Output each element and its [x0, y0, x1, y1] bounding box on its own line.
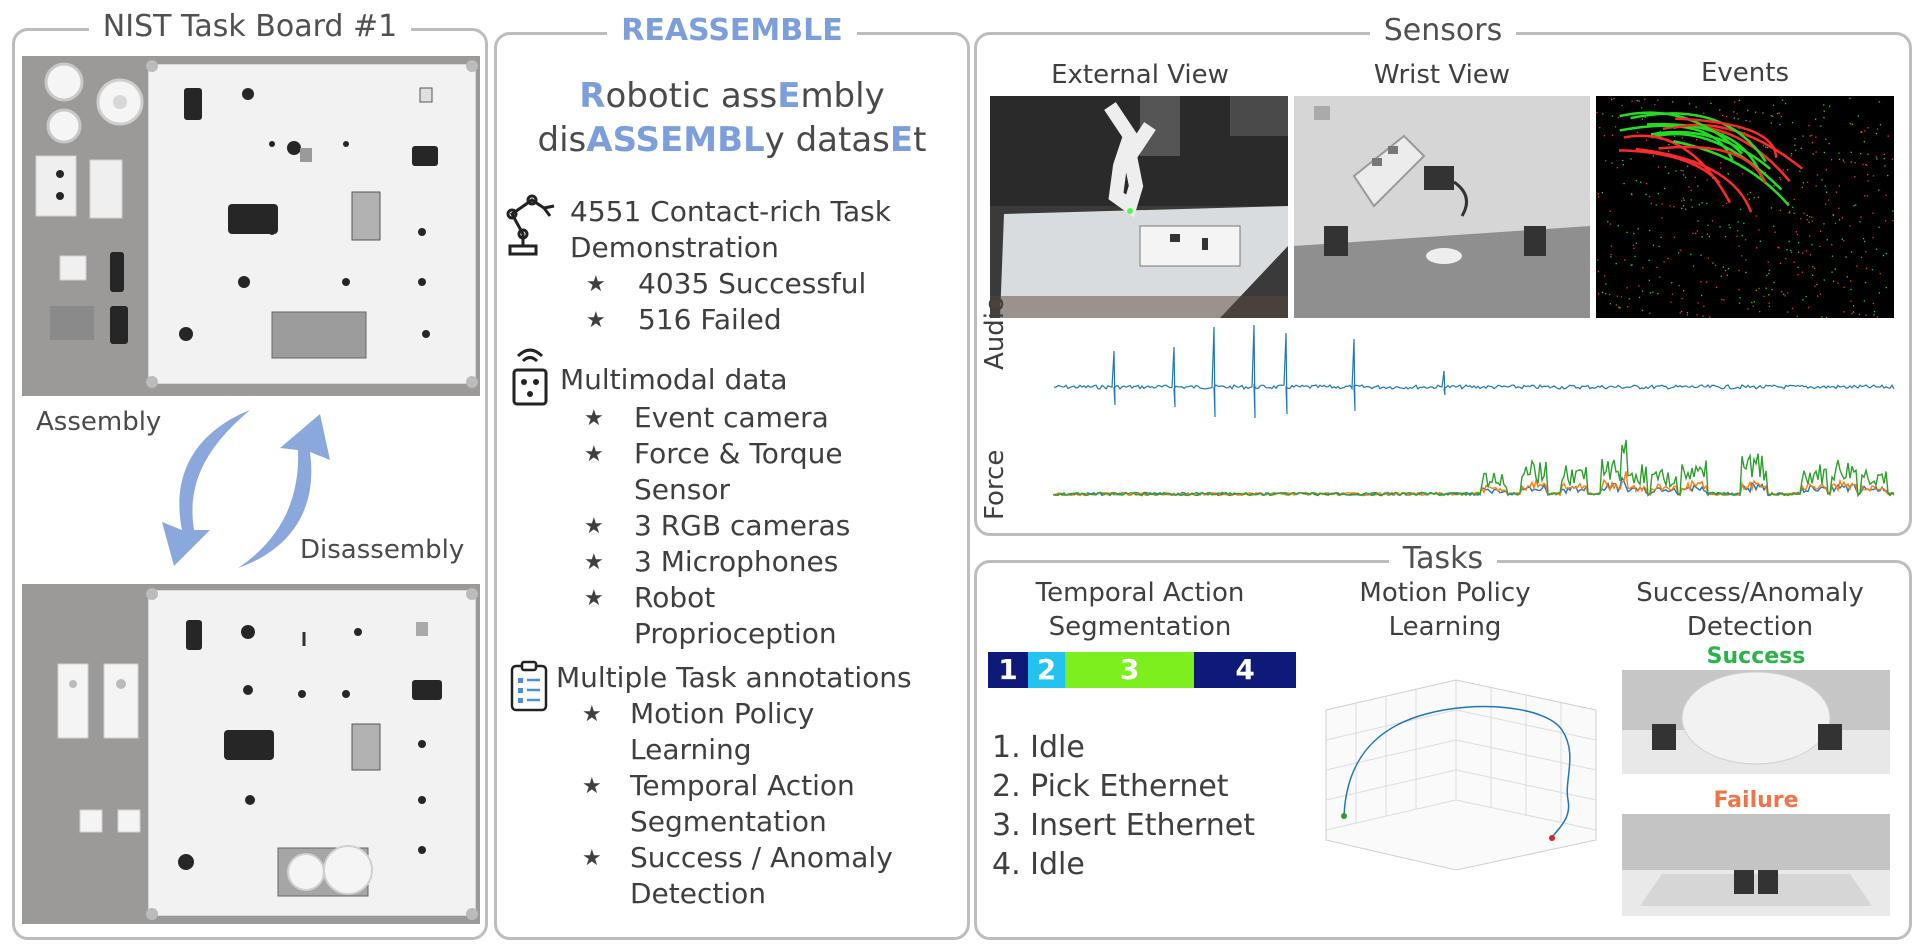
section3-item: Success / Anomaly: [630, 841, 893, 874]
bullet-star-icon: ★: [584, 586, 604, 611]
sensors-panel: Sensors: [974, 13, 1912, 536]
col2-title: Motion Policy Learning: [1300, 576, 1590, 644]
wireless-sensor-icon: [512, 348, 548, 406]
force-axis-label: Force: [980, 449, 1010, 520]
section1-heading-line1: 4551 Contact-rich Task: [570, 195, 891, 228]
view-label-wrist: Wrist View: [1373, 60, 1511, 90]
robot-arm-icon: [506, 194, 555, 256]
subtitle-highlight: E: [777, 76, 801, 116]
step-item: 4. Idle: [992, 847, 1085, 882]
board-assembled-photo: [22, 56, 480, 396]
subtitle-text: mbly: [800, 76, 885, 116]
audio-waveform: [1053, 324, 1895, 419]
bullet-star-icon: ★: [582, 774, 602, 799]
bullet-star-icon: ★: [586, 272, 606, 297]
disassembly-arrow-icon: [238, 414, 330, 568]
bullet-star-icon: ★: [584, 514, 604, 539]
view-label-events: Events: [1700, 58, 1790, 88]
board-components: [35, 60, 478, 388]
col2-title-line2: Learning: [1388, 612, 1502, 642]
section2-heading: Multimodal data: [560, 363, 788, 396]
subtitle-highlight: ASSEMBL: [586, 120, 765, 160]
section3-heading: Multiple Task annotations: [556, 661, 912, 694]
section2-item: Proprioception: [634, 617, 837, 650]
failure-label: Failure: [1713, 788, 1799, 813]
subtitle-highlight: R: [579, 76, 606, 116]
view-label-external: External View: [1051, 60, 1229, 90]
trajectory-start-point: [1341, 813, 1347, 819]
section3-item: Detection: [630, 877, 767, 910]
reassemble-title: REASSEMBLE: [607, 13, 857, 48]
subtitle-line-1: Robotic assEmbly: [494, 74, 970, 118]
task-board-title: NIST Task Board #1: [88, 9, 412, 44]
col3-title-line2: Detection: [1686, 612, 1814, 642]
success-image: [1622, 670, 1890, 774]
tasks-title: Tasks: [1388, 541, 1498, 576]
step-list: 1. Idle 2. Pick Ethernet 3. Insert Ether…: [992, 728, 1255, 884]
segment-2: 2: [1028, 652, 1065, 688]
section2-item: 3 RGB cameras: [634, 509, 851, 542]
trajectory-line: [1343, 705, 1571, 839]
segment-1: 1: [988, 652, 1029, 688]
events-image: [1596, 96, 1894, 318]
section2-item: 3 Microphones: [634, 545, 839, 578]
reassemble-panel: R E ASSEMBL E: [494, 13, 970, 940]
assembly-label: Assembly: [36, 407, 162, 437]
section3-item: Learning: [630, 733, 752, 766]
failure-image: [1622, 814, 1890, 916]
cycle-arrows: [162, 410, 330, 568]
col3-title: Success/Anomaly Detection: [1600, 576, 1900, 644]
segment-3: 3: [1064, 652, 1195, 688]
section2-item: Robot: [634, 581, 716, 614]
step-item: 2. Pick Ethernet: [992, 769, 1229, 804]
assembly-arrow-icon: [162, 410, 250, 566]
step-item: 1. Idle: [992, 730, 1085, 765]
subtitle-highlight: E: [889, 120, 914, 160]
clipboard-checklist-icon: [510, 660, 548, 712]
col2-title-line1: Motion Policy: [1359, 578, 1531, 608]
col3-title-line1: Success/Anomaly: [1636, 578, 1864, 608]
audio-axis-label: Audio: [980, 296, 1010, 370]
disassembly-label: Disassembly: [300, 535, 465, 565]
board-disassembled-photo: [22, 584, 480, 924]
section1-item: 4035 Successful: [638, 267, 867, 300]
dataset-subtitle: Robotic assEmbly disASSEMBLy datasEt: [494, 74, 970, 162]
section3-item: Segmentation: [630, 805, 827, 838]
tasks-panel: Tasks: [974, 541, 1912, 940]
section2-item: Event camera: [634, 401, 829, 434]
col1-title: Temporal Action Segmentation: [990, 576, 1290, 644]
subtitle-line-2: disASSEMBLy datasEt: [494, 118, 970, 162]
bullet-star-icon: ★: [582, 702, 602, 727]
bullet-star-icon: ★: [584, 550, 604, 575]
bullet-star-icon: ★: [584, 442, 604, 467]
col1-title-line2: Segmentation: [1048, 612, 1232, 642]
bullet-star-icon: ★: [582, 846, 602, 871]
trajectory-end-point: [1549, 835, 1555, 841]
task-board-panel: NIST Task Board #1: [12, 9, 488, 940]
external-view-image: [990, 96, 1288, 318]
bullet-star-icon: ★: [586, 308, 606, 333]
section1-item: 516 Failed: [638, 303, 782, 336]
sensor-signal-plot: [1053, 324, 1895, 498]
subtitle-text: t: [913, 120, 927, 160]
section3-item: Temporal Action: [630, 769, 855, 802]
section3-item: Motion Policy: [630, 697, 815, 730]
subtitle-text: y datas: [764, 120, 890, 160]
sensors-title: Sensors: [1369, 13, 1517, 48]
subtitle-text: dis: [537, 120, 587, 160]
section2-item: Sensor: [634, 473, 730, 506]
motion-trajectory-plot: [1325, 679, 1597, 871]
success-label: Success: [1706, 644, 1806, 669]
wrist-view-image: [1294, 96, 1590, 318]
subtitle-text: obotic ass: [605, 76, 778, 116]
section1-heading-line2: Demonstration: [570, 231, 779, 264]
section2-item: Force & Torque: [634, 437, 843, 470]
col1-title-line1: Temporal Action: [1035, 578, 1245, 608]
force-signal-green: [1053, 439, 1895, 498]
step-item: 3. Insert Ethernet: [992, 808, 1255, 843]
segment-4: 4: [1194, 652, 1296, 688]
bullet-star-icon: ★: [584, 406, 604, 431]
